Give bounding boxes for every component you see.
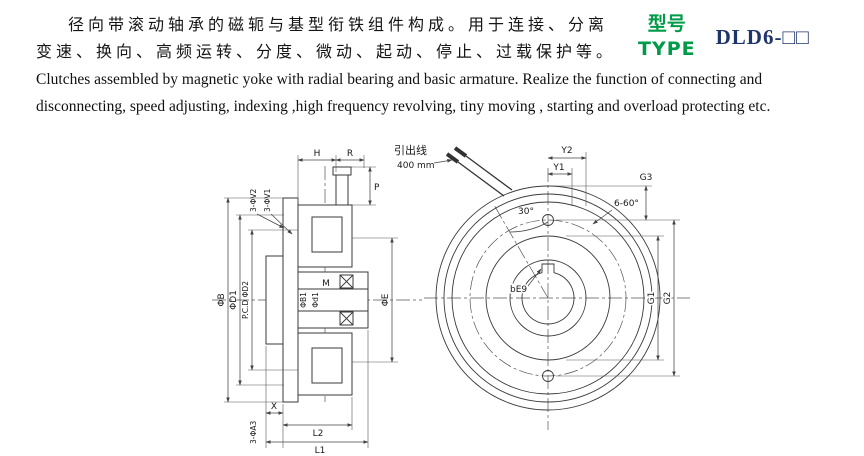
callout-3phiV2: 3-ΦV2 bbox=[249, 188, 258, 212]
label-lead-wire: 引出线 bbox=[394, 143, 427, 157]
label-lead-length: 400 mm bbox=[397, 161, 435, 171]
model-label-en: TYPE bbox=[638, 38, 696, 60]
dim-label-phiB1: ΦB1 bbox=[299, 292, 308, 308]
dim-label-phiE: ΦE bbox=[381, 293, 391, 306]
hole-top bbox=[542, 214, 554, 226]
yoke-section bbox=[297, 204, 353, 396]
dim-label-L1: L1 bbox=[315, 446, 326, 456]
wire-axis-30deg bbox=[493, 204, 549, 299]
hub-section bbox=[297, 271, 369, 329]
front-view: 引出线 400 mm 30° Y2 Y1 G3 6-60° G1 bbox=[394, 143, 690, 430]
wire-terminal-2 bbox=[445, 152, 460, 164]
coil-bottom bbox=[311, 347, 343, 384]
model-block: 型号 TYPE DLD6-□□ bbox=[638, 12, 810, 62]
cn-line-2: 变速、换向、高频运转、分度、微动、起动、停止、过载保护等。 bbox=[36, 42, 617, 61]
coil-top bbox=[311, 216, 343, 253]
dim-label-G3: G3 bbox=[640, 173, 653, 183]
dim-label-Y2: Y2 bbox=[560, 146, 572, 156]
dim-label-key: bE9 bbox=[510, 285, 527, 295]
model-number: DLD6-□□ bbox=[715, 24, 810, 49]
armature-section bbox=[265, 197, 299, 403]
dim-label-phiB: ΦB bbox=[217, 293, 227, 306]
dim-label-R: R bbox=[347, 149, 353, 159]
dim-label-P: P bbox=[374, 183, 380, 193]
bearing-bottom bbox=[339, 311, 354, 326]
model-label: 型号 TYPE bbox=[638, 12, 696, 62]
bore-with-keyway bbox=[521, 263, 575, 325]
callout-3phiV1: 3-ΦV1 bbox=[263, 188, 272, 212]
dim-label-M: M bbox=[322, 279, 330, 289]
dim-label-H: H bbox=[314, 149, 321, 159]
angle-arc-30 bbox=[509, 221, 549, 233]
bolt-circle bbox=[469, 219, 627, 377]
label-30deg: 30° bbox=[518, 207, 534, 217]
dim-label-G1: G1 bbox=[647, 292, 657, 305]
wire-terminal-1 bbox=[453, 146, 468, 158]
hole-bottom bbox=[542, 370, 554, 382]
dim-label-phid1: Φd1 bbox=[311, 292, 320, 308]
clutch-face-circles bbox=[435, 185, 661, 411]
dim-label-G2: G2 bbox=[663, 292, 673, 305]
section-view: H R P 3-ΦV2 3-ΦV1 ΦB ΦD1 P.C.D ΦD2 bbox=[212, 149, 422, 456]
dim-label-pcd: P.C.D ΦD2 bbox=[241, 281, 250, 319]
cn-line-1: 径向带滚动轴承的磁轭与基型衔铁组件构成。用于连接、分离 bbox=[68, 15, 609, 34]
dim-label-X: X bbox=[271, 402, 277, 412]
chinese-description: 径向带滚动轴承的磁轭与基型衔铁组件构成。用于连接、分离 变速、换向、高频运转、分… bbox=[36, 11, 648, 65]
callout-holes: 6-60° bbox=[614, 199, 639, 209]
dim-label-L2: L2 bbox=[313, 429, 324, 439]
bearing-top bbox=[339, 274, 354, 289]
callout-3phiA3: 3-ΦA3 bbox=[249, 420, 258, 444]
dim-label-Y1: Y1 bbox=[552, 163, 564, 173]
lead-wires bbox=[445, 146, 513, 197]
terminal-section bbox=[332, 166, 352, 206]
model-label-cn: 型号 bbox=[647, 13, 686, 35]
dim-label-phiD1: ΦD1 bbox=[229, 290, 239, 310]
english-description: Clutches assembled by magnetic yoke with… bbox=[36, 71, 771, 115]
